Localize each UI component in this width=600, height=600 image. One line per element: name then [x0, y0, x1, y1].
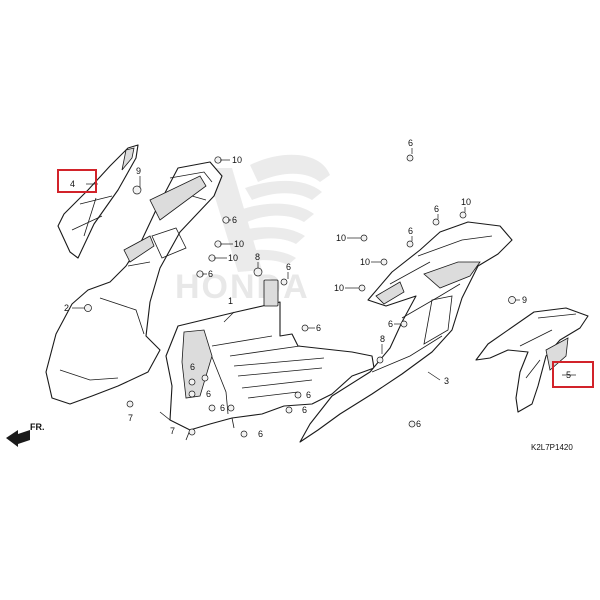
- label-part-5: 5: [566, 370, 571, 380]
- label-part-6: 6: [220, 403, 225, 413]
- label-part-6: 6: [408, 226, 413, 236]
- label-part-10: 10: [360, 257, 370, 267]
- label-part-6: 6: [302, 405, 307, 415]
- part-5-right-panel: [475, 307, 589, 413]
- bolt-k: [380, 258, 388, 266]
- label-part-10: 10: [234, 239, 244, 249]
- label-part-6: 6: [208, 269, 213, 279]
- screw-i: [188, 428, 196, 436]
- clip-a: [132, 185, 142, 195]
- part-2-left-side-cover: [45, 161, 223, 405]
- fasteners: [84, 154, 516, 438]
- front-label: FR.: [30, 422, 45, 432]
- screw-b: [301, 324, 309, 332]
- clip-f: [508, 296, 516, 304]
- label-part-2: 2: [64, 303, 69, 313]
- label-part-6: 6: [388, 319, 393, 329]
- highlight-box-part-4: [57, 169, 97, 193]
- label-part-7: 7: [128, 413, 133, 423]
- clip-e: [376, 356, 384, 364]
- label-part-3: 3: [444, 376, 449, 386]
- bolt-i: [406, 240, 414, 248]
- clip-d: [126, 400, 134, 408]
- clip-c: [84, 304, 92, 312]
- label-part-4: 4: [70, 179, 75, 189]
- bolt-m: [400, 320, 408, 328]
- highlight-boxes: [57, 169, 594, 388]
- honda-watermark: HONDA: [175, 154, 330, 306]
- clip-b: [253, 267, 263, 277]
- label-part-9: 9: [522, 295, 527, 305]
- part-3-right-side-cover: [299, 221, 513, 443]
- bolt-g: [459, 211, 467, 219]
- label-part-6: 6: [232, 215, 237, 225]
- leader-lines: [72, 148, 576, 381]
- screw-f: [208, 404, 216, 412]
- label-part-10: 10: [461, 197, 471, 207]
- label-part-8: 8: [380, 334, 385, 344]
- screw-c: [201, 374, 209, 382]
- drawing-code: K2L7P1420: [531, 443, 573, 452]
- label-part-6: 6: [408, 138, 413, 148]
- part-labels: 10 9 6 10 10 6 8 6 6 2 1 6 6 6 6 6 7 7 6…: [64, 138, 571, 439]
- label-part-1: 1: [228, 296, 233, 306]
- label-part-6: 6: [206, 389, 211, 399]
- label-part-7: 7: [170, 426, 175, 436]
- screw-l: [408, 420, 416, 428]
- screw-h: [240, 430, 248, 438]
- bolt-h: [432, 218, 440, 226]
- front-direction-indicator: FR.: [6, 422, 45, 447]
- screw-j: [285, 406, 293, 414]
- label-part-6: 6: [316, 323, 321, 333]
- label-part-10: 10: [336, 233, 346, 243]
- honda-wing-logo: [206, 154, 330, 272]
- arrow-left-icon: [6, 430, 30, 447]
- bolt-f: [406, 154, 414, 162]
- screw-g: [227, 404, 235, 412]
- screw-e: [188, 390, 196, 398]
- highlight-box-part-5: [552, 361, 594, 388]
- label-part-6: 6: [416, 419, 421, 429]
- screw-a: [280, 278, 288, 286]
- screw-k: [294, 391, 302, 399]
- label-part-6: 6: [286, 262, 291, 272]
- label-part-8: 8: [255, 252, 260, 262]
- bolt-l: [358, 284, 366, 292]
- label-part-6: 6: [258, 429, 263, 439]
- label-part-10: 10: [228, 253, 238, 263]
- label-part-6: 6: [306, 390, 311, 400]
- bolt-j: [360, 234, 368, 242]
- watermark-text: HONDA: [175, 268, 310, 306]
- label-part-9: 9: [136, 166, 141, 176]
- label-part-10: 10: [232, 155, 242, 165]
- label-part-6: 6: [190, 362, 195, 372]
- label-part-10: 10: [334, 283, 344, 293]
- label-part-6: 6: [434, 204, 439, 214]
- part-4-bracket: [57, 144, 139, 259]
- screw-d: [188, 378, 196, 386]
